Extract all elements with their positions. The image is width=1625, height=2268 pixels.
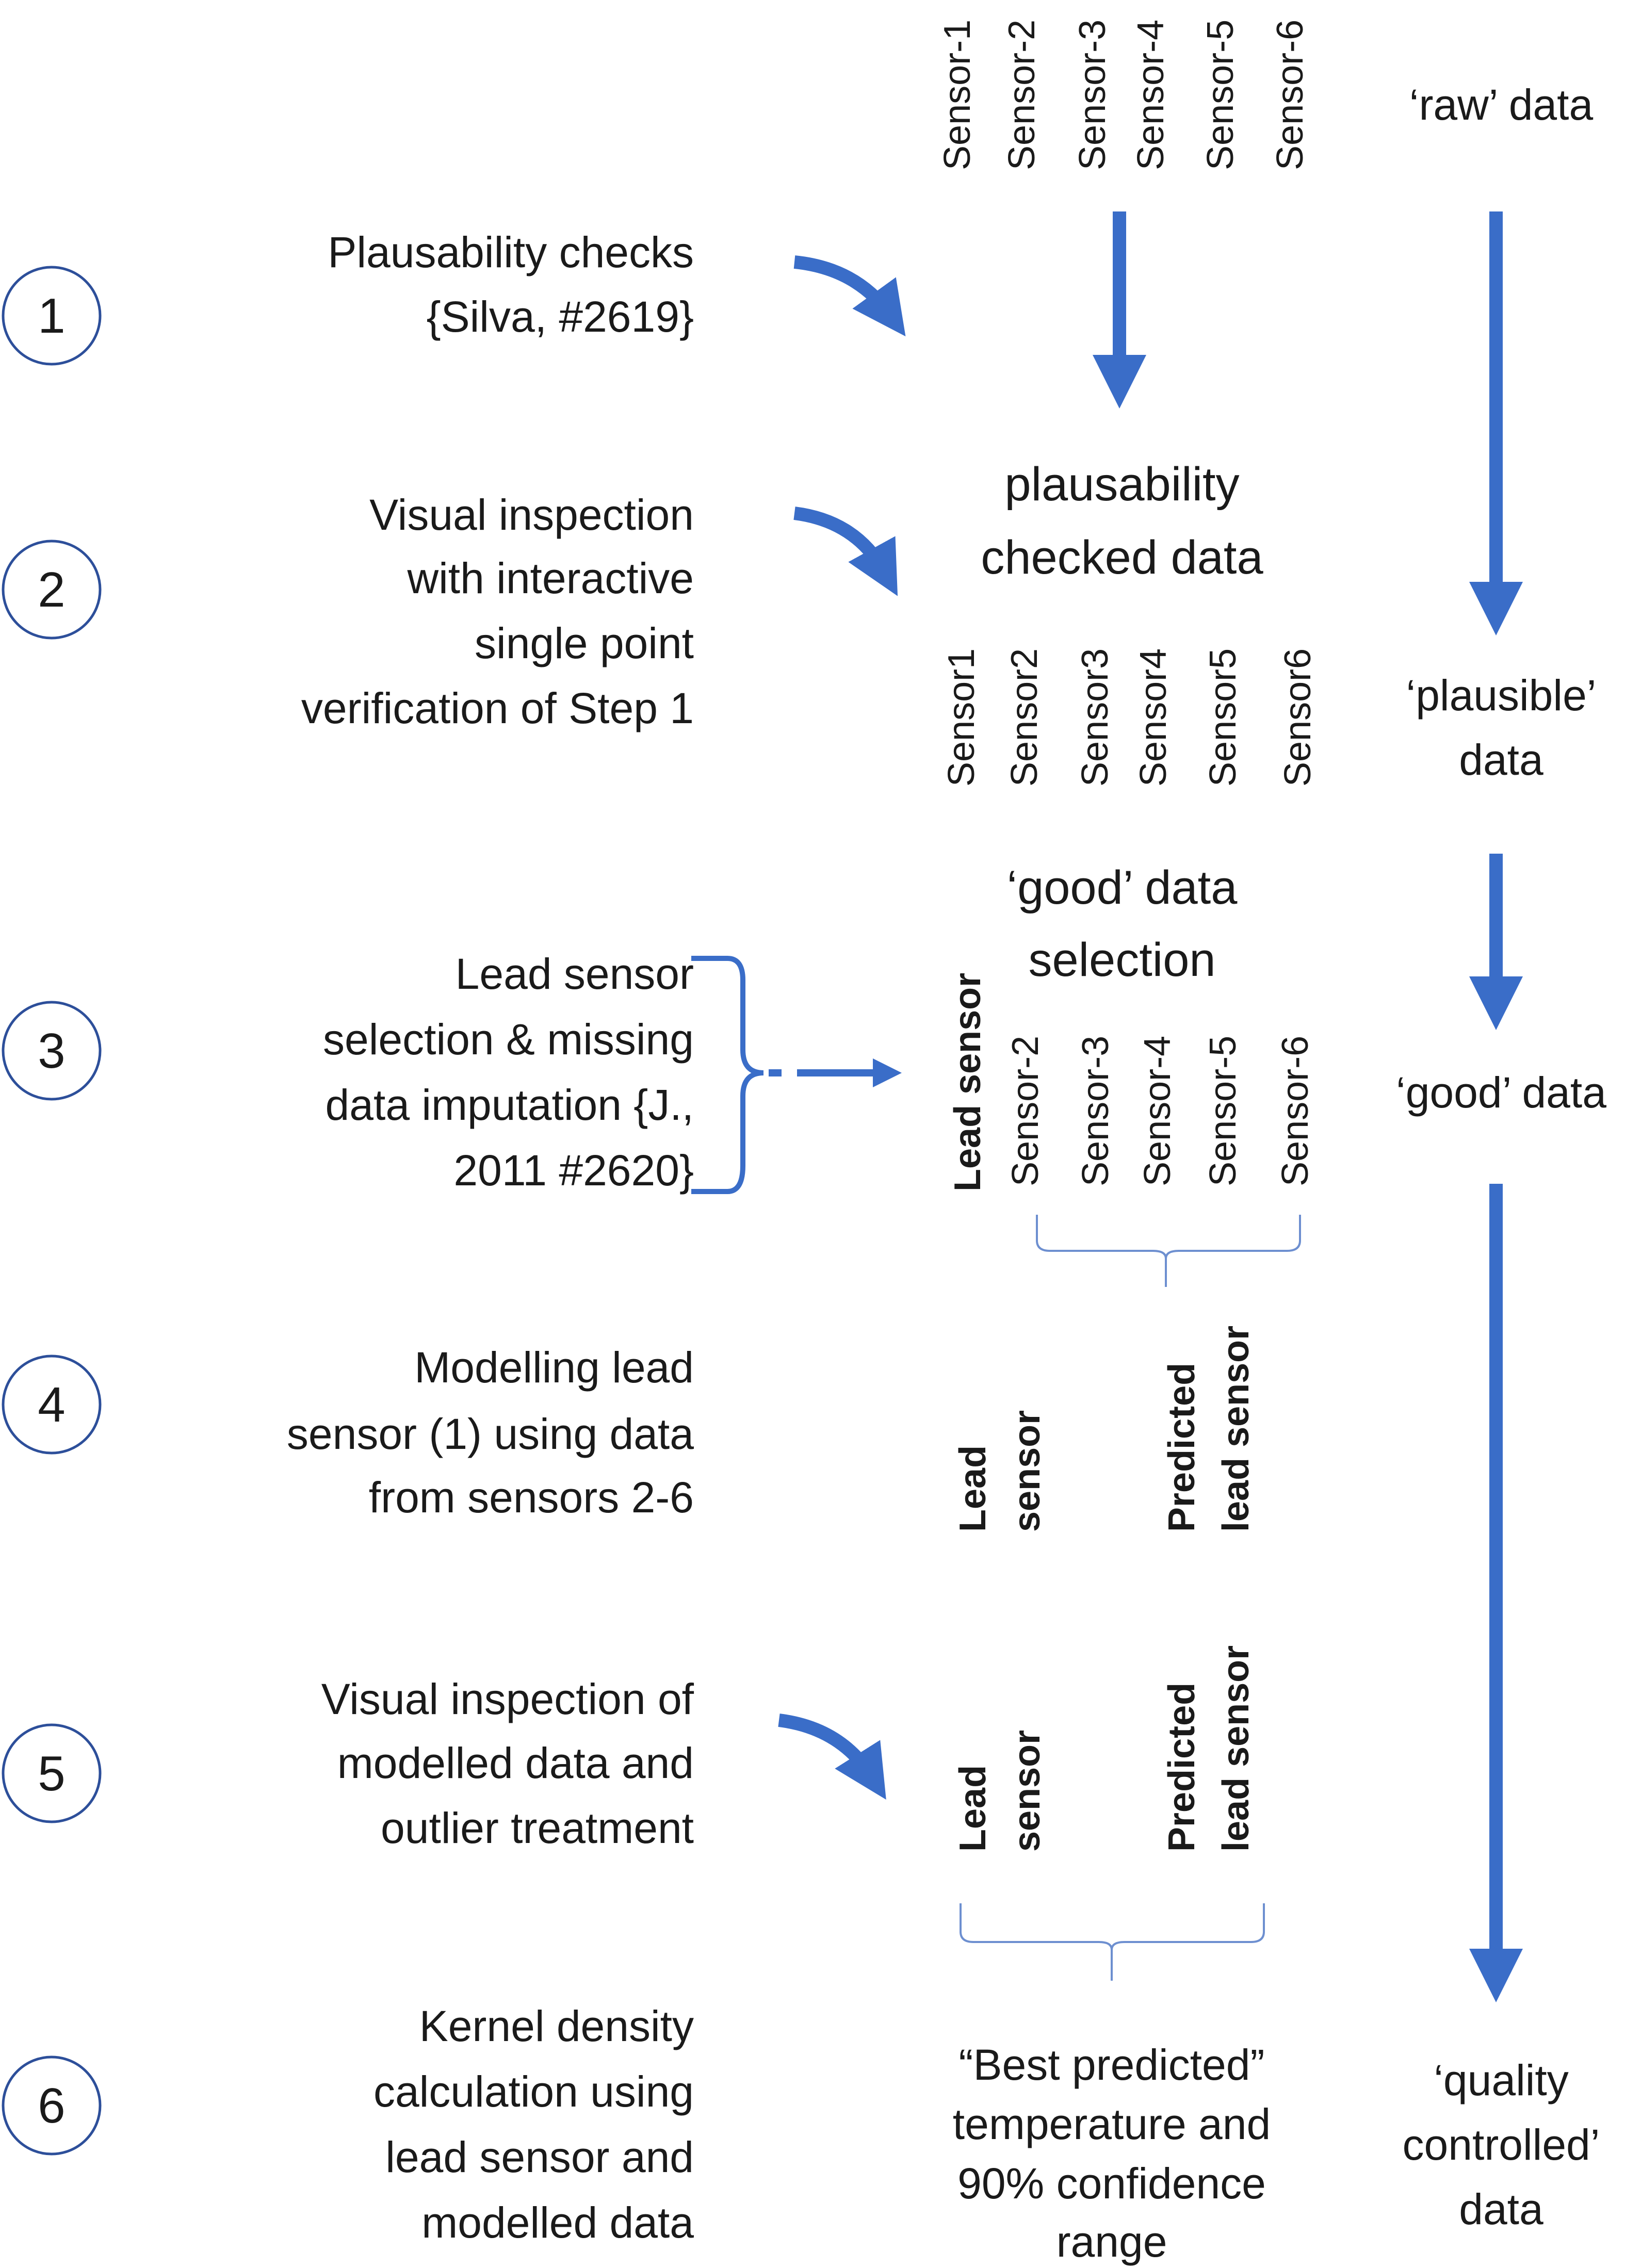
sensor-label: Sensor-5 <box>1200 20 1241 170</box>
step-2: 2 Visual inspection with interactive sin… <box>2 491 694 732</box>
curved-arrow-step-1 <box>793 255 906 337</box>
step-text-line: {Silva, #2619} <box>427 292 694 341</box>
good-data-label: ‘good’ data <box>1396 1068 1606 1117</box>
step-text-line: Modelling lead <box>414 1343 694 1392</box>
plausible-data-label: ‘plausible’ <box>1406 671 1597 720</box>
step-text-line: verification of Step 1 <box>301 684 694 732</box>
step-number: 6 <box>38 2078 65 2133</box>
sensor-label: Sensor-2 <box>1001 20 1043 170</box>
step-3-bracket <box>691 956 764 1194</box>
step-1: 1 Plausability checks {Silva, #2619} <box>2 228 694 366</box>
sensor-label: Sensor-4 <box>1130 20 1172 170</box>
predicted-lead-label: Predicted <box>1161 1683 1203 1852</box>
plausibility-title-line: checked data <box>981 531 1263 584</box>
step-text-line: selection & missing <box>323 1015 694 1064</box>
final-result-line: temperature and <box>953 2100 1271 2148</box>
step-text-line: Kernel density <box>419 2002 694 2050</box>
step-text-line: lead sensor and <box>385 2133 694 2181</box>
step-5: 5 Visual inspection of modelled data and… <box>2 1675 694 1852</box>
step-text-line: sensor (1) using data <box>287 1410 694 1458</box>
step-number-circle <box>2 540 102 640</box>
step-text-line: single point <box>475 619 694 667</box>
step-number-circle <box>2 2055 102 2156</box>
final-result: “Best predicted” temperature and 90% con… <box>953 2041 1271 2266</box>
model-group: Lead sensor Predicted lead sensor <box>952 1326 1257 1532</box>
sensor-label: Sensor-2 <box>1005 1036 1046 1186</box>
step-text-line: modelled data <box>421 2198 694 2247</box>
good-title-line: selection <box>1028 934 1215 986</box>
step-number: 3 <box>38 1023 65 1079</box>
lead-sensor-label: sensor <box>1006 1730 1048 1852</box>
sensor-label: Sensor-5 <box>1203 1036 1244 1186</box>
sensor-label: Sensor-3 <box>1072 20 1113 170</box>
step-number-circle <box>2 1723 102 1823</box>
sensor-label: Sensor6 <box>1277 648 1319 787</box>
lead-sensor-label: Lead <box>952 1765 994 1852</box>
step-number: 2 <box>38 562 65 617</box>
step-text-line: Visual inspection <box>369 491 694 539</box>
plausible-data-label: data <box>1459 736 1543 784</box>
step-number-circle <box>2 1355 102 1455</box>
sensor-label: Sensor-3 <box>1075 1036 1116 1186</box>
step-text-line: data imputation {J., <box>326 1081 694 1129</box>
quality-data-label: ‘quality <box>1434 2056 1568 2104</box>
sensor-label: Sensor5 <box>1203 648 1244 787</box>
step-text-line: with interactive <box>407 554 694 602</box>
sensor-label: Sensor-6 <box>1270 20 1311 170</box>
final-result-line: “Best predicted” <box>959 2041 1265 2089</box>
sensor-label: Sensor2 <box>1004 648 1045 787</box>
step-4: 4 Modelling lead sensor (1) using data f… <box>2 1343 694 1522</box>
outlier-group: Lead sensor Predicted lead sensor <box>952 1645 1257 1852</box>
curved-arrow-step-2 <box>793 507 898 596</box>
lead-sensor-label: Lead <box>952 1445 994 1532</box>
predicted-lead-label: lead sensor <box>1215 1326 1257 1532</box>
step-number: 4 <box>38 1377 65 1432</box>
step-text-line: Visual inspection of <box>321 1675 694 1723</box>
quality-data-label: data <box>1459 2185 1543 2233</box>
step-text-line: outlier treatment <box>381 1804 694 1852</box>
quality-data-label: controlled’ <box>1403 2120 1600 2169</box>
raw-sensor-headers: Sensor-1 Sensor-2 Sensor-3 Sensor-4 Sens… <box>937 20 1311 170</box>
predicted-lead-label: lead sensor <box>1215 1645 1257 1852</box>
step-text-line: Lead sensor <box>456 950 694 998</box>
predicted-lead-label: Predicted <box>1161 1363 1203 1532</box>
step-number: 5 <box>38 1746 65 1801</box>
step-number-circle <box>2 1001 102 1101</box>
sensor-label: Sensor-6 <box>1275 1036 1316 1186</box>
step-text-line: from sensors 2-6 <box>369 1473 694 1522</box>
plausibility-title-line: plausability <box>1004 458 1239 511</box>
lead-sensor-label: Lead sensor <box>947 973 988 1192</box>
model-group-brace <box>960 1903 1265 1950</box>
good-title-line: ‘good’ data <box>1007 861 1238 914</box>
step-text-line: modelled data and <box>337 1739 694 1787</box>
plausible-sensor-headers: Sensor1 Sensor2 Sensor3 Sensor4 Sensor5 … <box>941 648 1319 787</box>
sensor-group-brace <box>1036 1215 1301 1259</box>
curved-arrow-step-5 <box>778 1714 886 1800</box>
lead-sensor-label: sensor <box>1006 1410 1048 1532</box>
step-text-line: 2011 #2620} <box>453 1146 694 1195</box>
step-text-line: Plausability checks <box>328 228 694 276</box>
step-number: 1 <box>38 288 65 344</box>
final-result-line: range <box>1057 2217 1167 2266</box>
step-3: 3 Lead sensor selection & missing data i… <box>2 950 694 1195</box>
raw-data-label: ‘raw’ data <box>1409 80 1594 129</box>
step-6: 6 Kernel density calculation using lead … <box>2 2002 694 2247</box>
final-result-line: 90% confidence <box>957 2159 1266 2208</box>
good-sensor-headers: Lead sensor Sensor-2 Sensor-3 Sensor-4 S… <box>947 973 1316 1192</box>
sensor-label: Sensor4 <box>1133 648 1174 787</box>
step-text-line: calculation using <box>373 2067 694 2116</box>
sensor-label: Sensor3 <box>1075 648 1116 787</box>
step-number-circle <box>2 266 102 366</box>
sensor-label: Sensor-4 <box>1137 1036 1178 1186</box>
sensor-label: Sensor1 <box>941 648 982 787</box>
sensor-label: Sensor-1 <box>937 20 978 170</box>
